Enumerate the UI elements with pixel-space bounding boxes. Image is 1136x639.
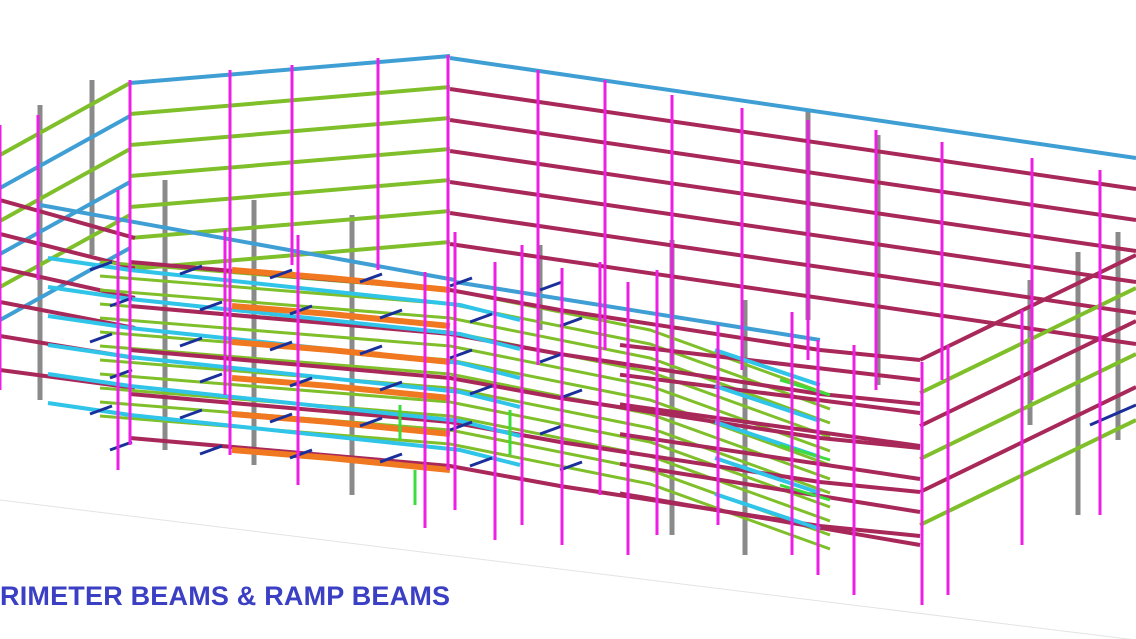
top-edge-beam — [454, 280, 821, 342]
back-left-beam — [129, 178, 451, 209]
secondary-beam — [559, 388, 583, 400]
front-right-beam — [619, 372, 921, 415]
secondary-beam — [109, 368, 133, 380]
secondary-beam — [179, 408, 203, 420]
front-perimeter-beam — [129, 392, 921, 494]
front-right-beam — [619, 461, 921, 514]
back-right-beam — [449, 149, 1136, 253]
ground-reference-line — [0, 499, 1132, 639]
secondary-beam — [539, 424, 563, 436]
back-left-beam — [129, 147, 451, 178]
left-perimeter-beam — [0, 198, 136, 240]
transfer-beam — [231, 339, 451, 365]
ramp-beam — [47, 285, 521, 351]
secondary-beam — [89, 404, 113, 416]
stub-beams — [398, 378, 831, 505]
secondary-beam — [179, 336, 203, 348]
back-right-beam — [449, 180, 1136, 284]
back-right-beam — [449, 211, 1136, 315]
secondary-beam — [559, 316, 583, 328]
secondary-beam — [379, 452, 403, 464]
ramp-beam — [47, 372, 521, 438]
secondary-beams — [89, 260, 583, 472]
ramp-beam — [714, 492, 821, 531]
ramp-slab-beam — [99, 344, 831, 481]
front-right-beam — [619, 343, 921, 382]
transfer-beam — [231, 375, 451, 401]
secondary-beam — [289, 304, 313, 316]
stub-beam — [779, 443, 831, 462]
left-side-beam — [0, 81, 131, 157]
back-right-beam — [449, 118, 1136, 222]
ramp-beam — [714, 456, 821, 495]
left-side-beam — [0, 147, 131, 223]
secondary-beam — [269, 412, 293, 424]
secondary-beam — [179, 264, 203, 276]
secondary-beam — [199, 300, 223, 312]
ramp-beam — [714, 384, 821, 423]
top-edge-beam — [39, 203, 456, 282]
secondary-beam — [539, 352, 563, 364]
transfer-beams — [231, 267, 451, 473]
secondary-beam — [269, 340, 293, 352]
ramp-slab-beam — [99, 372, 831, 509]
perimeter-columns — [0, 55, 1102, 605]
ramp-beams — [47, 256, 821, 531]
secondary-beam — [89, 332, 113, 344]
secondary-beam — [109, 296, 133, 308]
front-right-beam — [619, 491, 921, 547]
secondary-beam — [199, 444, 223, 456]
ramp-slab-beam — [99, 316, 831, 453]
secondary-beam — [289, 376, 313, 388]
front-right-beam — [619, 402, 921, 448]
secondary-beam — [469, 456, 493, 468]
secondary-beam — [379, 308, 403, 320]
back-right-beam — [449, 87, 1136, 191]
back-right-beam — [449, 56, 1136, 160]
back-left-beam — [129, 85, 451, 116]
front-right-beam — [619, 432, 921, 481]
secondary-beam — [469, 312, 493, 324]
right-side-secondary-beam — [1089, 403, 1136, 427]
stub-beam — [779, 483, 831, 502]
back-right-wall-beams — [449, 56, 1136, 346]
diagram-caption: RIMETER BEAMS & RAMP BEAMS — [0, 581, 451, 611]
ramp-beam — [47, 256, 521, 322]
ramp-slab-beam — [99, 274, 831, 411]
ramp-beam — [47, 343, 521, 409]
secondary-beam — [539, 280, 563, 292]
back-left-beam — [129, 54, 451, 85]
secondary-beam — [359, 344, 383, 356]
right-side-beam — [919, 418, 1136, 527]
secondary-beam — [89, 260, 113, 272]
transfer-beam — [231, 447, 451, 473]
secondary-beam — [109, 440, 133, 452]
secondary-beam — [359, 272, 383, 284]
ramp-beam — [714, 348, 821, 387]
secondary-beam — [359, 416, 383, 428]
back-left-beam — [129, 209, 451, 240]
stub-beam — [779, 378, 831, 397]
secondary-beam — [289, 448, 313, 460]
secondary-beam — [469, 384, 493, 396]
secondary-beam — [199, 372, 223, 384]
back-left-wall-beams — [129, 54, 451, 271]
back-left-beam — [129, 116, 451, 147]
transfer-beam — [231, 411, 451, 437]
secondary-beam — [269, 268, 293, 280]
transfer-beam — [231, 267, 451, 293]
left-side-beam — [0, 114, 131, 190]
secondary-beam — [559, 460, 583, 472]
secondary-beam — [379, 380, 403, 392]
back-left-beam — [129, 240, 451, 271]
left-perimeter-beam — [0, 266, 136, 300]
secondary-beam — [449, 348, 473, 360]
transfer-beam — [231, 303, 451, 329]
